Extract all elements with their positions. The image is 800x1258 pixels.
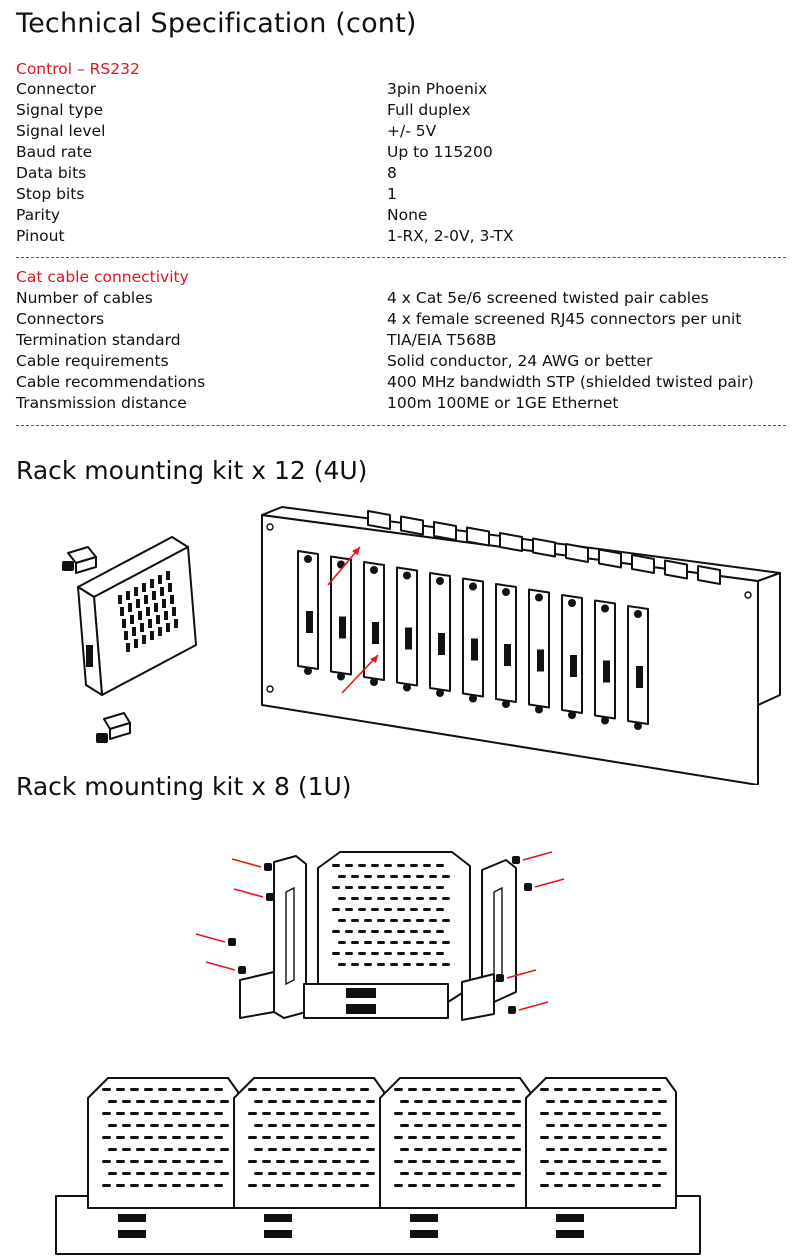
rack-4u-illustration [62, 506, 781, 785]
spec-value: None [387, 206, 428, 224]
spec-value: +/- 5V [387, 122, 437, 140]
spec-value: 4 x Cat 5e/6 screened twisted pair cable… [387, 289, 709, 307]
spec-label: Connectors [16, 310, 105, 328]
rack-slot [594, 599, 616, 720]
rack-unit [87, 1077, 239, 1209]
cat-heading: Cat cable connectivity [16, 268, 189, 286]
spec-row: Cable requirements Solid conductor, 24 AW… [16, 352, 786, 373]
rack-unit [233, 1077, 385, 1209]
spec-label: Transmission distance [16, 394, 187, 412]
left-ear-icon [239, 855, 307, 1019]
spec-value: 4 x female screened RJ45 connectors per … [387, 310, 742, 328]
spec-row: Transmission distance 100m 100ME or 1GE E… [16, 394, 786, 415]
spec-label: Signal level [16, 122, 106, 140]
spec-value: Up to 115200 [387, 143, 493, 161]
rack-4u-heading: Rack mounting kit x 12 (4U) [16, 456, 368, 485]
rack-slot [495, 583, 517, 703]
spec-value: 100m 100ME or 1GE Ethernet [387, 394, 619, 412]
spec-row: Stop bits 1 [16, 185, 786, 206]
spec-label: Connector [16, 80, 96, 98]
bracket-icon [96, 712, 131, 743]
spec-row: Pinout 1-RX, 2-0V, 3-TX [16, 227, 786, 248]
rack-slot [429, 572, 451, 692]
spec-row: Cable recommendations 400 MHz bandwidth S… [16, 373, 786, 394]
spec-value: Solid conductor, 24 AWG or better [387, 352, 653, 370]
spec-value: 1-RX, 2-0V, 3-TX [387, 227, 514, 245]
spec-row: Signal type Full duplex [16, 101, 786, 122]
spec-label: Data bits [16, 164, 87, 182]
spec-label: Baud rate [16, 143, 93, 161]
divider [16, 257, 786, 258]
rack-slot [528, 588, 550, 709]
spec-value: 3pin Phoenix [387, 80, 488, 98]
rs232-heading: Control – RS232 [16, 60, 140, 78]
rack-1u-assembled-illustration [55, 1077, 701, 1255]
rack-slot [396, 566, 418, 687]
spec-row: Number of cables 4 x Cat 5e/6 screened tw… [16, 289, 786, 310]
spec-label: Cable recommendations [16, 373, 206, 391]
spec-row: Termination standard TIA/EIA T568B [16, 331, 786, 352]
rack-slot [363, 561, 385, 681]
bracket-icon [62, 546, 97, 574]
spec-label: Pinout [16, 227, 65, 245]
spec-row: Baud rate Up to 115200 [16, 143, 786, 164]
spec-label: Termination standard [16, 331, 181, 349]
rack-slot [330, 555, 352, 676]
divider [16, 425, 786, 426]
spec-value: 8 [387, 164, 397, 182]
rack-slot [627, 605, 649, 725]
rack-slot [297, 550, 319, 670]
rack-unit [379, 1077, 531, 1209]
spec-label: Parity [16, 206, 61, 224]
spec-label: Cable requirements [16, 352, 169, 370]
loose-unit-icon [77, 536, 197, 696]
right-ear-icon [461, 859, 517, 1021]
spec-row: Connectors 4 x female screened RJ45 conne… [16, 310, 786, 331]
spec-row: Signal level +/- 5V [16, 122, 786, 143]
spec-row: Data bits 8 [16, 164, 786, 185]
rack-1u-heading: Rack mounting kit x 8 (1U) [16, 772, 352, 801]
spec-label: Number of cables [16, 289, 153, 307]
insert-arrow-icon [327, 546, 379, 694]
spec-value: 400 MHz bandwidth STP (shielded twisted … [387, 373, 754, 391]
rack-slot [561, 594, 583, 714]
rack-1u-exploded-illustration [195, 851, 565, 1021]
spec-value: 1 [387, 185, 397, 203]
spec-label: Stop bits [16, 185, 85, 203]
page-title: Technical Specification (cont) [16, 8, 417, 39]
spec-row: Parity None [16, 206, 786, 227]
rack-unit [525, 1077, 677, 1209]
spec-value: TIA/EIA T568B [387, 331, 497, 349]
spec-value: Full duplex [387, 101, 471, 119]
unit-icon [303, 851, 471, 1019]
rack-slot [462, 577, 484, 698]
spec-row: Connector 3pin Phoenix [16, 80, 786, 101]
spec-label: Signal type [16, 101, 104, 119]
